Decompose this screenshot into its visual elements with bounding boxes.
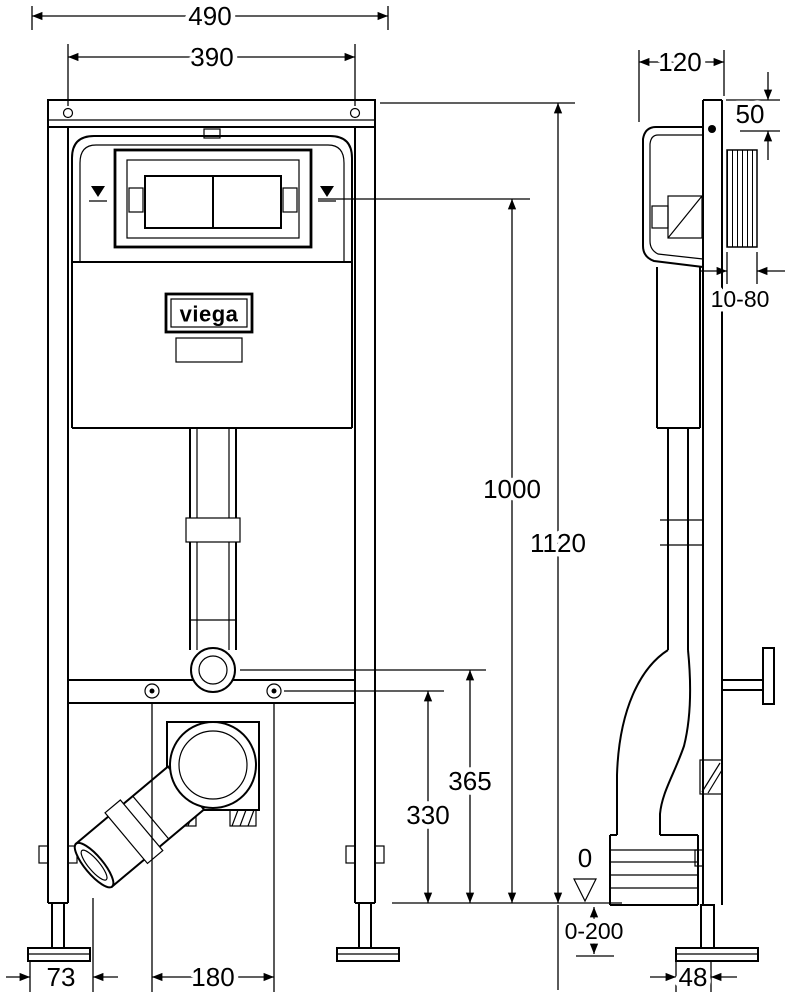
flush-pipe-connector xyxy=(190,647,236,693)
floor-level-marker: 0 xyxy=(573,839,597,903)
discharge-pipe xyxy=(73,765,206,889)
water-level-icon xyxy=(91,186,105,197)
cistern xyxy=(71,135,353,429)
dim-label-frame-depth: 120 xyxy=(658,47,701,77)
dimension-bolt-height: 330 xyxy=(284,690,454,903)
front-view: viega xyxy=(27,99,400,962)
dim-label-plate-height: 1000 xyxy=(483,474,541,504)
flush-pipe xyxy=(185,428,241,650)
frame-structure xyxy=(38,99,385,904)
dimension-plate-height: 1000 xyxy=(318,198,545,903)
dimension-foot-adjustment: 0-200 xyxy=(557,905,628,990)
dimension-bolt-spacing: 180 xyxy=(151,702,275,997)
center-mark xyxy=(203,128,221,139)
dimension-wall-thickness: 10-80 xyxy=(699,252,785,317)
brand-logo: viega xyxy=(164,292,254,363)
side-foot xyxy=(675,904,759,962)
fixing-bolts xyxy=(144,683,282,699)
wall-rail xyxy=(694,99,723,905)
dim-label-bolt-spacing: 180 xyxy=(191,962,234,992)
pipe-clamp xyxy=(699,759,723,795)
dimension-overall-width: 490 xyxy=(31,0,389,36)
pipe-sleeve xyxy=(104,799,164,865)
brand-logo-text: viega xyxy=(180,302,239,327)
dim-label-outlet-offset: 73 xyxy=(47,962,76,992)
pipe-coupling xyxy=(185,517,241,543)
label-plate xyxy=(175,337,243,363)
wall-section-hatched xyxy=(726,149,758,248)
dimension-overall-height: 1120 xyxy=(380,102,590,903)
side-tank-and-pipe xyxy=(656,267,703,650)
dim-label-fixing-width: 390 xyxy=(190,42,233,72)
dim-label-foot-depth: 48 xyxy=(679,962,708,992)
dim-label-wall-thickness: 10-80 xyxy=(711,286,770,312)
dimension-foot-depth: 48 xyxy=(650,958,737,997)
drain-socket xyxy=(169,721,257,809)
top-screw-hole-left xyxy=(62,107,74,119)
dim-label-foot-adjustment: 0-200 xyxy=(565,918,624,944)
drain-elbow xyxy=(609,649,723,906)
dim-label-connector-height: 365 xyxy=(448,766,491,796)
floor-level-label: 0 xyxy=(578,843,592,873)
dimension-outlet-offset: 73 xyxy=(6,898,118,997)
pan-bracket xyxy=(722,647,775,705)
dim-label-bolt-height: 330 xyxy=(406,800,449,830)
dimension-fixing-width: 390 xyxy=(67,38,356,106)
flush-plate xyxy=(113,148,313,249)
level-triangle-icon xyxy=(573,878,597,903)
dim-label-top-fixing-offset: 50 xyxy=(736,99,765,129)
side-view xyxy=(609,99,775,962)
water-level-marks xyxy=(89,186,336,202)
cistern-profile xyxy=(642,126,704,268)
dim-label-overall-height: 1120 xyxy=(530,528,586,558)
adjustable-feet xyxy=(27,902,400,962)
dimension-top-fixing-offset: 50 xyxy=(726,72,780,160)
water-level-icon xyxy=(320,186,334,197)
dimension-connector-height: 365 xyxy=(240,669,496,903)
dimension-frame-depth: 120 xyxy=(638,43,725,122)
dim-label-overall-width: 490 xyxy=(188,1,231,31)
fixing-hole xyxy=(708,125,716,133)
top-screw-hole-right xyxy=(349,107,361,119)
